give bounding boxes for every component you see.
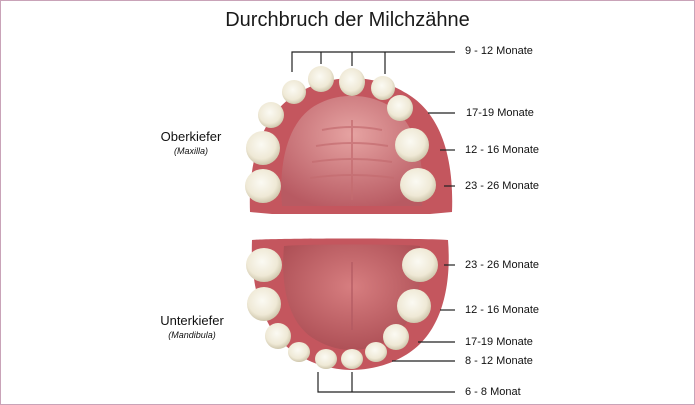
upper-jaw-latin: (Maxilla) <box>131 146 251 156</box>
lower-tooth <box>397 289 431 323</box>
lower-label-first-molar: 12 - 16 Monate <box>465 304 539 316</box>
leader-lower-central <box>318 372 455 392</box>
lower-tooth <box>315 349 337 369</box>
lower-label-lateral: 8 - 12 Monate <box>465 355 533 367</box>
lower-jaw-name: Unterkiefer (Mandibula) <box>132 313 252 340</box>
upper-tooth <box>282 80 306 104</box>
lower-tooth <box>265 323 291 349</box>
upper-tooth <box>371 76 395 100</box>
upper-jaw <box>245 66 452 214</box>
upper-tooth <box>339 68 365 96</box>
upper-label-second-molar: 23 - 26 Monate <box>465 180 539 192</box>
upper-tooth <box>258 102 284 128</box>
upper-tooth <box>400 168 436 202</box>
upper-tooth <box>246 131 280 165</box>
upper-label-first-molar: 12 - 16 Monate <box>465 144 539 156</box>
lower-label-canine: 17-19 Monate <box>465 336 533 348</box>
lower-tooth <box>247 287 281 321</box>
upper-tooth <box>395 128 429 162</box>
upper-tooth <box>245 169 281 203</box>
lower-tooth <box>383 324 409 350</box>
upper-jaw-name: Oberkiefer (Maxilla) <box>131 129 251 156</box>
lower-tooth <box>402 248 438 282</box>
upper-tooth <box>308 66 334 92</box>
upper-label-incisors: 9 - 12 Monate <box>465 45 533 57</box>
upper-label-canine: 17-19 Monate <box>466 107 534 119</box>
lower-jaw-latin: (Mandibula) <box>132 330 252 340</box>
upper-jaw-label: Oberkiefer <box>131 129 251 144</box>
lower-label-central: 6 - 8 Monat <box>465 386 521 398</box>
lower-tooth <box>288 342 310 362</box>
lower-jaw <box>246 239 449 371</box>
lower-jaw-label: Unterkiefer <box>132 313 252 328</box>
lower-tooth <box>246 248 282 282</box>
lower-label-second-molar: 23 - 26 Monate <box>465 259 539 271</box>
lower-tooth <box>341 349 363 369</box>
lower-tooth <box>365 342 387 362</box>
upper-tooth <box>387 95 413 121</box>
